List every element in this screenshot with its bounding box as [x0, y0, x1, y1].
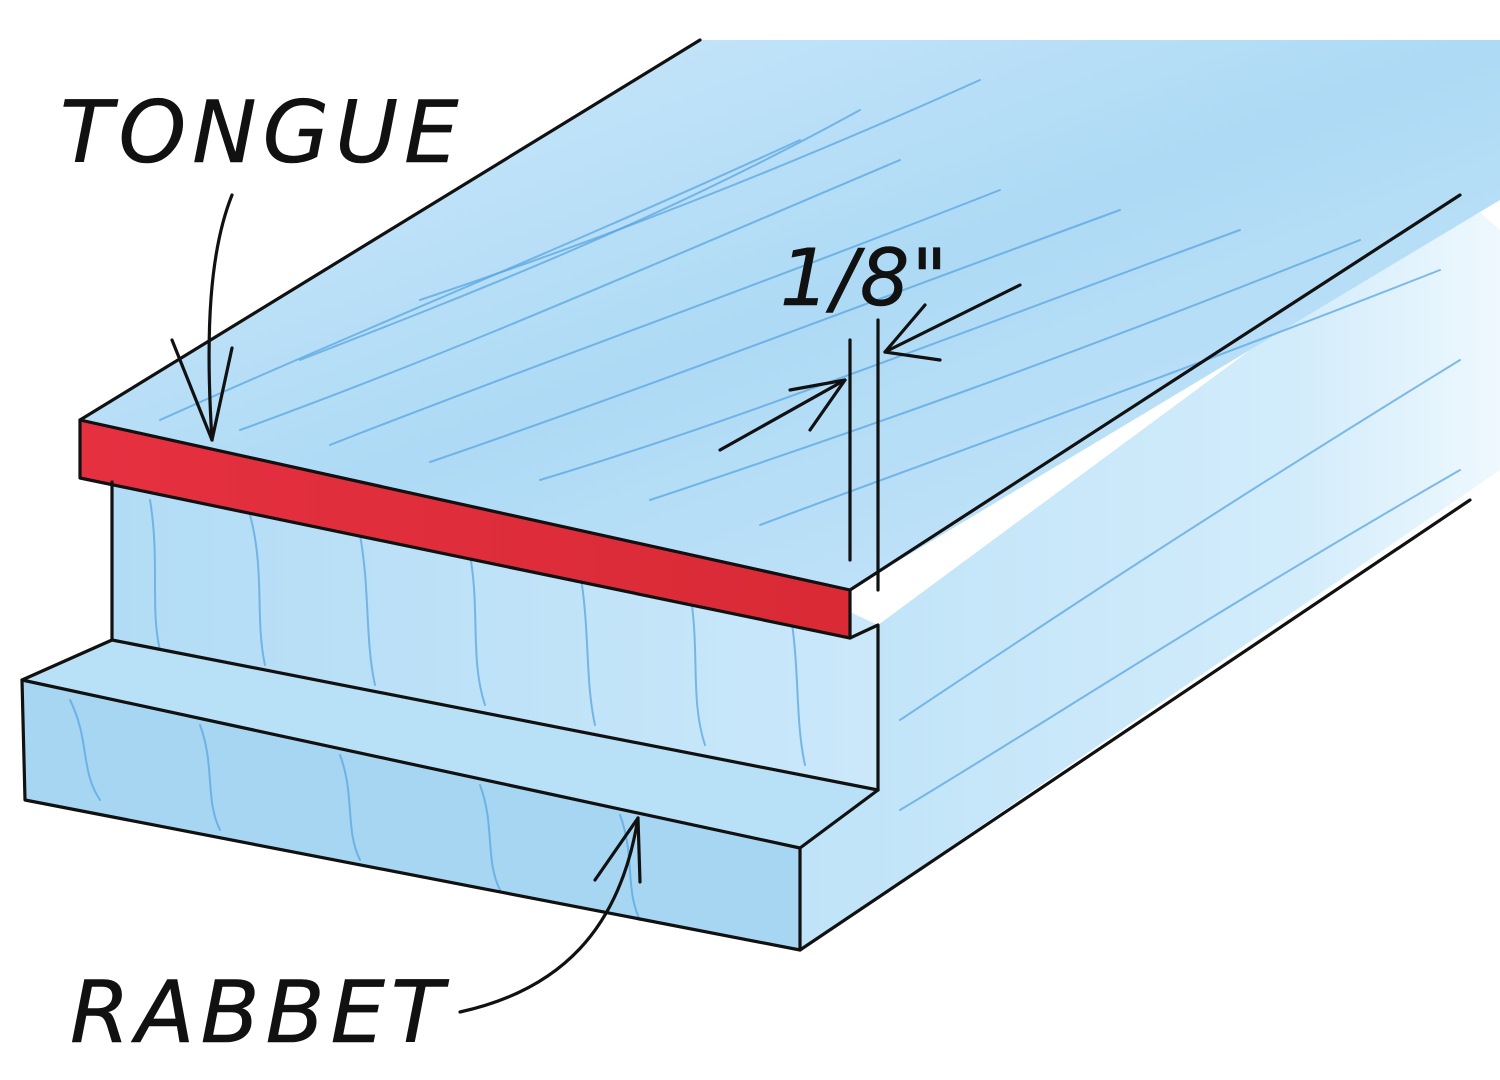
tongue-edge [80, 420, 850, 638]
rabbet-ledge-top [22, 640, 878, 848]
rabbet-leader [458, 816, 642, 1014]
tongue-label: TONGUE [60, 83, 464, 183]
dimension-marker [718, 283, 1022, 592]
upper-front-face [112, 482, 878, 790]
tongue-leader [170, 193, 234, 442]
board-outline [20, 38, 1472, 952]
board-top-face [80, 40, 1500, 590]
top-face-grain [159, 79, 1441, 526]
board-side-face [800, 195, 1500, 950]
front-face-grain [69, 359, 1461, 921]
rabbet-ledge-front [22, 680, 800, 950]
dimension-label: 1/8" [780, 234, 949, 324]
rabbet-label: RABBET [70, 963, 450, 1063]
